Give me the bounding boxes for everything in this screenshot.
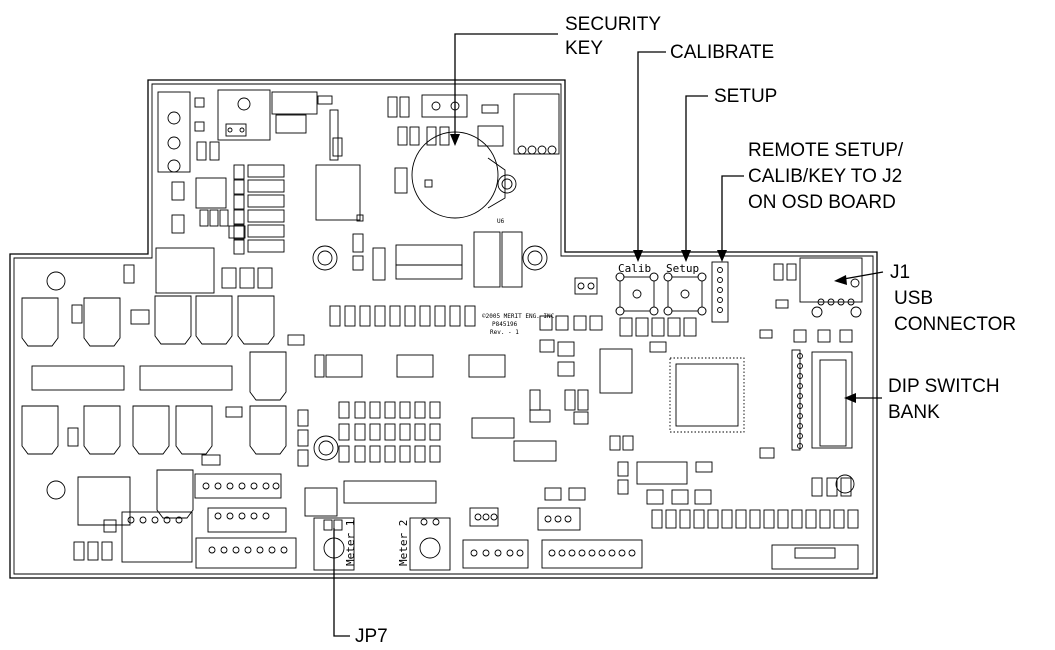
silk-u6: U6 <box>497 218 505 225</box>
label-remote-setup-3: ON OSD BOARD <box>748 192 896 213</box>
label-security: SECURITY <box>565 14 661 35</box>
leader-lines <box>333 33 884 637</box>
callout-security-key: SECURITY KEY <box>565 14 661 59</box>
label-remote-setup-1: REMOTE SETUP/ <box>748 140 904 161</box>
ic-row <box>31 339 633 504</box>
resistor-row-top: ©2005 MERIT ENG. INC. P845196 Rev. - 1 <box>329 277 697 423</box>
board-outline <box>9 79 878 579</box>
callout-remote-setup: REMOTE SETUP/ CALIB/KEY TO J2 ON OSD BOA… <box>748 140 904 213</box>
usb-connector <box>759 257 863 343</box>
silk-copyright: ©2005 MERIT ENG. INC. <box>482 313 558 320</box>
dip-switch-bank <box>759 349 853 459</box>
label-setup: SETUP <box>714 86 777 107</box>
board-inner-outline <box>13 83 874 575</box>
qfp-chip <box>669 357 745 433</box>
bottom-connectors: Meter 1 Meter 2 <box>73 411 643 571</box>
silk-setup: Setup <box>666 262 699 275</box>
capacitor-row <box>21 295 305 526</box>
label-remote-setup-2: CALIB/KEY TO J2 <box>748 166 902 187</box>
silk-meter1: Meter 1 <box>344 520 357 566</box>
silk-revision: Rev. - 1 <box>490 329 519 336</box>
label-connector: CONNECTOR <box>894 314 1016 335</box>
silk-meter2: Meter 2 <box>397 520 410 566</box>
switches: Calib Setup <box>615 261 729 323</box>
top-left-components <box>123 89 560 294</box>
label-bank: BANK <box>888 402 940 423</box>
label-calibrate: CALIBRATE <box>670 42 774 63</box>
silk-part-number: P845196 <box>492 321 518 328</box>
label-j1: J1 <box>890 262 910 283</box>
label-jp7: JP7 <box>355 626 388 647</box>
bottom-right-components <box>609 435 859 570</box>
label-key: KEY <box>565 38 603 59</box>
callout-dip-switch: DIP SWITCH BANK <box>888 376 1000 423</box>
silk-calib: Calib <box>618 262 651 275</box>
label-usb: USB <box>894 288 933 309</box>
mounting-holes <box>46 174 855 500</box>
component-grid <box>233 164 523 288</box>
callout-j1-usb: J1 USB CONNECTOR <box>890 262 1016 335</box>
resistor-grid <box>297 354 441 467</box>
label-dip-switch: DIP SWITCH <box>888 376 1000 397</box>
